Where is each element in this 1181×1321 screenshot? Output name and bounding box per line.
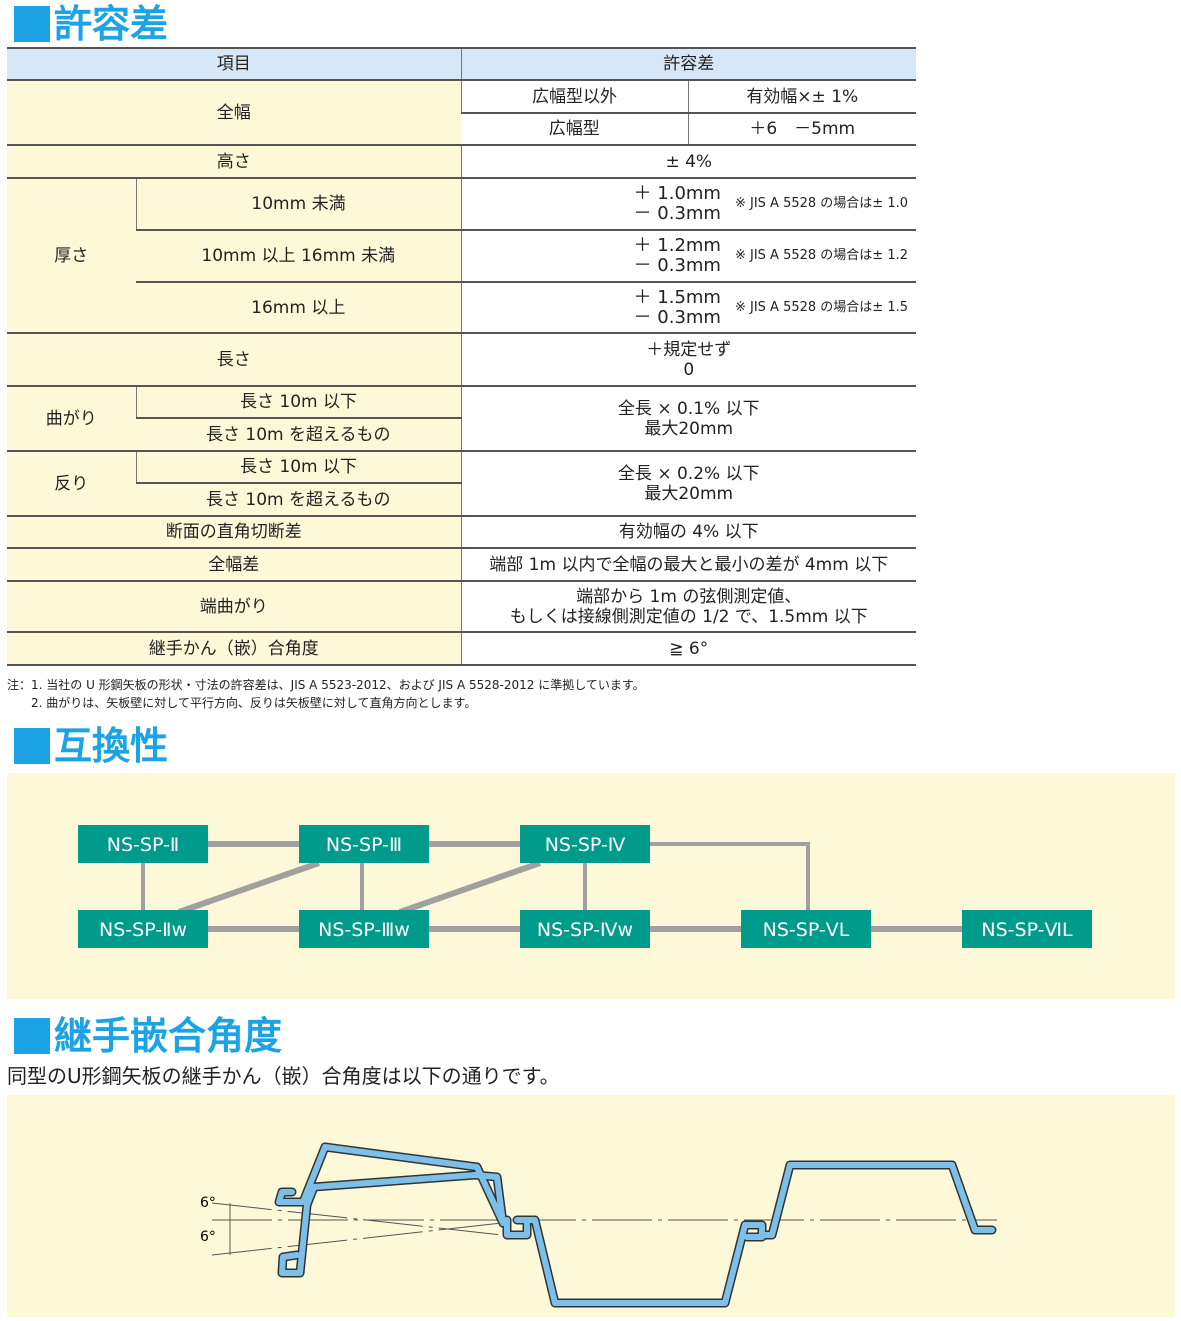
cell: 長さ 10m を超えるもの	[136, 482, 461, 517]
section-subtitle: 同型のU形鋼矢板の継手かん（嵌）合角度は以下の通りです。	[7, 1064, 560, 1088]
node-label: NS-SP-ⅤL	[763, 919, 850, 941]
cell: 端部 1m 以内で全幅の最大と最小の差が 4mm 以下	[460, 547, 916, 582]
line: 端部から 1m の弦側測定値、	[576, 586, 802, 607]
line: ＋規定せず	[646, 339, 732, 360]
note-1: 注：1. 当社の U 形鋼矢板の形状・寸法の許容差は、JIS A 5523-20…	[7, 678, 645, 692]
heading-text: 継手嵌合角度	[54, 1014, 283, 1058]
node-label: NS-SP-Ⅲw	[318, 919, 410, 941]
cell: 有効幅の 4% 以下	[460, 515, 916, 549]
cell: 10mm 以上 16mm 未満	[136, 229, 461, 283]
header-item: 項目	[7, 47, 461, 81]
row-label: 高さ	[7, 144, 461, 179]
cell: 有効幅×± 1%	[687, 79, 916, 114]
heading-text: 互換性	[54, 724, 169, 768]
heading-square-icon	[14, 6, 50, 42]
row-label: 厚さ	[7, 177, 136, 334]
node-box	[520, 910, 650, 948]
heading-text: 許容差	[54, 2, 169, 46]
node-box	[78, 910, 208, 948]
minus: － 0.3mm	[633, 306, 721, 328]
line: 最大20mm	[644, 483, 734, 504]
node-label: NS-SP-Ⅱw	[99, 919, 187, 941]
cell: 広幅型以外	[460, 79, 688, 114]
node-label: NS-SP-Ⅳw	[537, 919, 633, 941]
plus: ＋ 1.0mm	[633, 183, 721, 204]
row-label: 全幅	[7, 79, 461, 146]
cell: 広幅型	[461, 112, 688, 146]
angle-label-bottom: 6°	[200, 1229, 216, 1245]
section-heading-joint-angle: 継手嵌合角度	[14, 1014, 282, 1058]
heading-square-icon	[14, 728, 50, 764]
section-heading-compatibility: 互換性	[14, 724, 168, 768]
line: 最大20mm	[644, 418, 734, 439]
line: 0	[683, 359, 695, 380]
minus: － 0.3mm	[633, 255, 721, 276]
node-label: NS-SP-Ⅳ	[545, 834, 626, 856]
node-box	[299, 910, 429, 948]
plus: ＋ 1.5mm	[633, 286, 721, 308]
node-label: NS-SP-ⅥL	[981, 919, 1073, 941]
row-label: 反り	[7, 450, 136, 517]
cell: 長さ 10m を超えるもの	[136, 417, 461, 452]
note: ※ JIS A 5528 の場合は± 1.0	[734, 196, 908, 211]
node-label: NS-SP-Ⅱ	[107, 834, 179, 856]
section-heading-tolerance: 許容差	[14, 2, 168, 46]
note-2: 2. 曲がりは、矢板壁に対して平行方向、反りは矢板壁に対して直角方向とします。	[31, 696, 477, 710]
node-label: NS-SP-Ⅲ	[326, 834, 402, 856]
angle-label-top: 6°	[200, 1195, 216, 1211]
row-label: 長さ	[7, 332, 461, 387]
header-tolerance: 許容差	[460, 47, 916, 81]
heading-square-icon	[14, 1018, 50, 1054]
note: ※ JIS A 5528 の場合は± 1.5	[734, 299, 908, 315]
node-box	[78, 825, 208, 863]
plus: ＋ 1.2mm	[633, 235, 721, 256]
cell: ± 4%	[460, 144, 916, 179]
tolerance-table: 項目許容差 全幅広幅型以外有効幅×± 1% 広幅型＋6 －5mm 高さ± 4% …	[7, 47, 916, 666]
minus: － 0.3mm	[633, 203, 721, 224]
line: もしくは接線側測定値の 1/2 で、1.5mm 以下	[509, 606, 868, 627]
cell: 10mm 未満	[135, 177, 461, 231]
note: ※ JIS A 5528 の場合は± 1.2	[734, 248, 908, 263]
compatibility-diagram: NS-SP-Ⅱ NS-SP-Ⅲ NS-SP-Ⅳ NS-SP-Ⅱw NS-SP-Ⅲw NS-…	[7, 773, 1175, 999]
cell: ≧ 6°	[460, 631, 916, 666]
sheet-pile-shapes	[274, 1142, 997, 1308]
node-box	[962, 910, 1092, 948]
row-label: 曲がり	[7, 385, 136, 452]
node-box	[299, 825, 429, 863]
line: 全長 × 0.2% 以下	[617, 463, 760, 484]
line: 全長 × 0.1% 以下	[617, 398, 760, 419]
row-label: 全幅差	[7, 547, 461, 582]
node-box	[741, 910, 871, 948]
table-header: 項目許容差	[7, 47, 916, 81]
row-label: 断面の直角切断差	[7, 515, 461, 549]
cell: ＋6 －5mm	[687, 112, 916, 146]
node-box	[520, 825, 650, 863]
row-label: 継手かん（嵌）合角度	[7, 631, 461, 666]
cell: 長さ 10m 以下	[135, 385, 461, 419]
table-notes: 注：1. 当社の U 形鋼矢板の形状・寸法の許容差は、JIS A 5523-20…	[7, 676, 645, 712]
cell: 長さ 10m 以下	[135, 450, 461, 484]
cell: 16mm 以上	[136, 281, 461, 334]
joint-angle-diagram: 6° 6°	[7, 1095, 1175, 1317]
row-label: 端曲がり	[7, 580, 461, 633]
